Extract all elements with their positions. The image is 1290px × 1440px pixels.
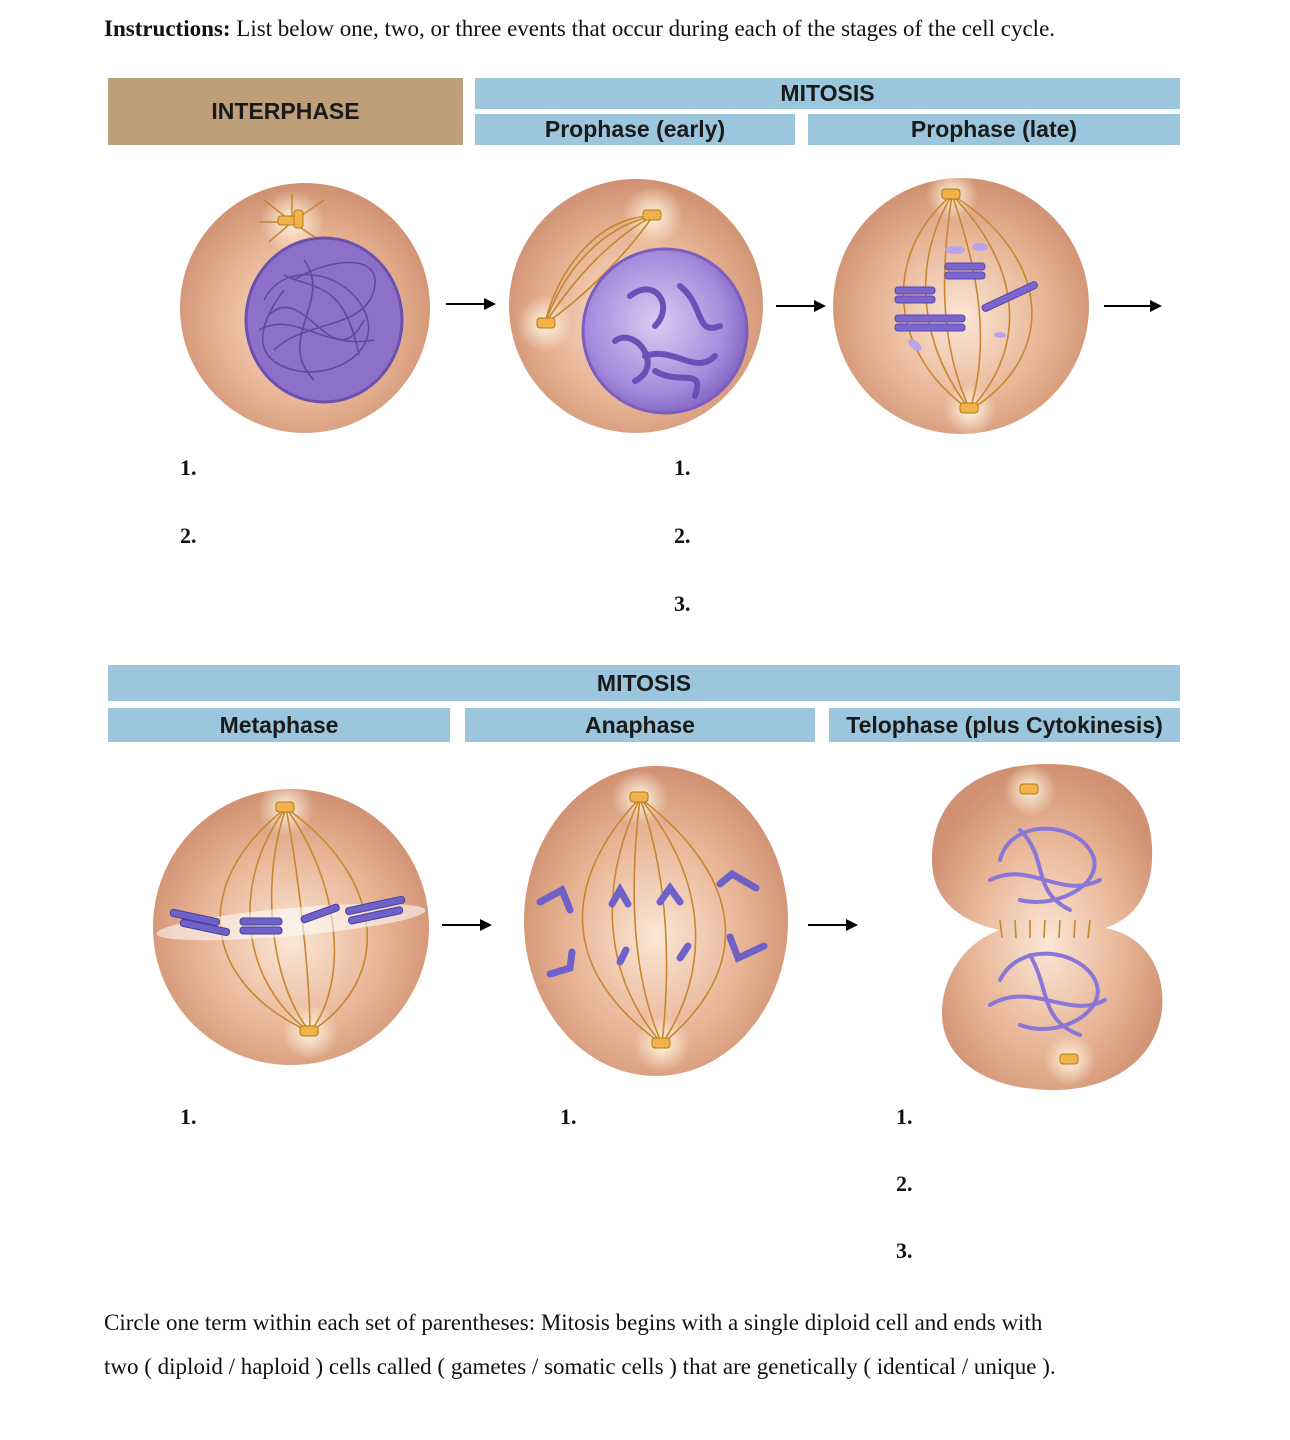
closing-line-2: two ( diploid / haploid ) cells called (… — [104, 1354, 1056, 1379]
anaphase-cell-illustration — [524, 766, 788, 1076]
arrow-icon — [776, 300, 826, 312]
mitosis-header-bottom: MITOSIS — [108, 665, 1180, 701]
anaphase-header: Anaphase — [465, 708, 815, 742]
interphase-item-2: 2. — [180, 523, 197, 548]
metaphase-header: Metaphase — [108, 708, 450, 742]
telophase-header: Telophase (plus Cytokinesis) — [829, 708, 1180, 742]
prophase-early-item-2: 2. — [674, 523, 691, 548]
arrow-icon — [1104, 300, 1162, 312]
prophase-late-header: Prophase (late) — [808, 114, 1180, 145]
arrow-icon — [446, 298, 496, 310]
telophase-item-3: 3. — [896, 1238, 913, 1263]
instructions-label: Instructions: — [104, 16, 231, 41]
telophase-item-1: 1. — [896, 1104, 913, 1129]
metaphase-item-1: 1. — [180, 1104, 197, 1129]
interphase-header: INTERPHASE — [108, 78, 463, 145]
prophase-early-header: Prophase (early) — [475, 114, 795, 145]
interphase-cell-illustration — [180, 183, 430, 433]
closing-line-1: Circle one term within each set of paren… — [104, 1310, 1043, 1335]
prophase-early-item-1: 1. — [674, 455, 691, 480]
mitosis-header-top: MITOSIS — [475, 78, 1180, 109]
prophase-late-cell-illustration — [833, 175, 1089, 436]
arrow-icon — [808, 919, 858, 931]
telophase-item-2: 2. — [896, 1171, 913, 1196]
instructions-text: List below one, two, or three events tha… — [236, 16, 1056, 41]
telophase-cell-illustration — [932, 764, 1163, 1091]
instructions: Instructions: List below one, two, or th… — [104, 16, 1055, 42]
anaphase-item-1: 1. — [560, 1104, 577, 1129]
interphase-item-1: 1. — [180, 455, 197, 480]
prophase-early-cell-illustration — [509, 179, 763, 433]
arrow-icon — [442, 919, 492, 931]
metaphase-cell-illustration — [153, 782, 429, 1065]
prophase-early-item-3: 3. — [674, 591, 691, 616]
